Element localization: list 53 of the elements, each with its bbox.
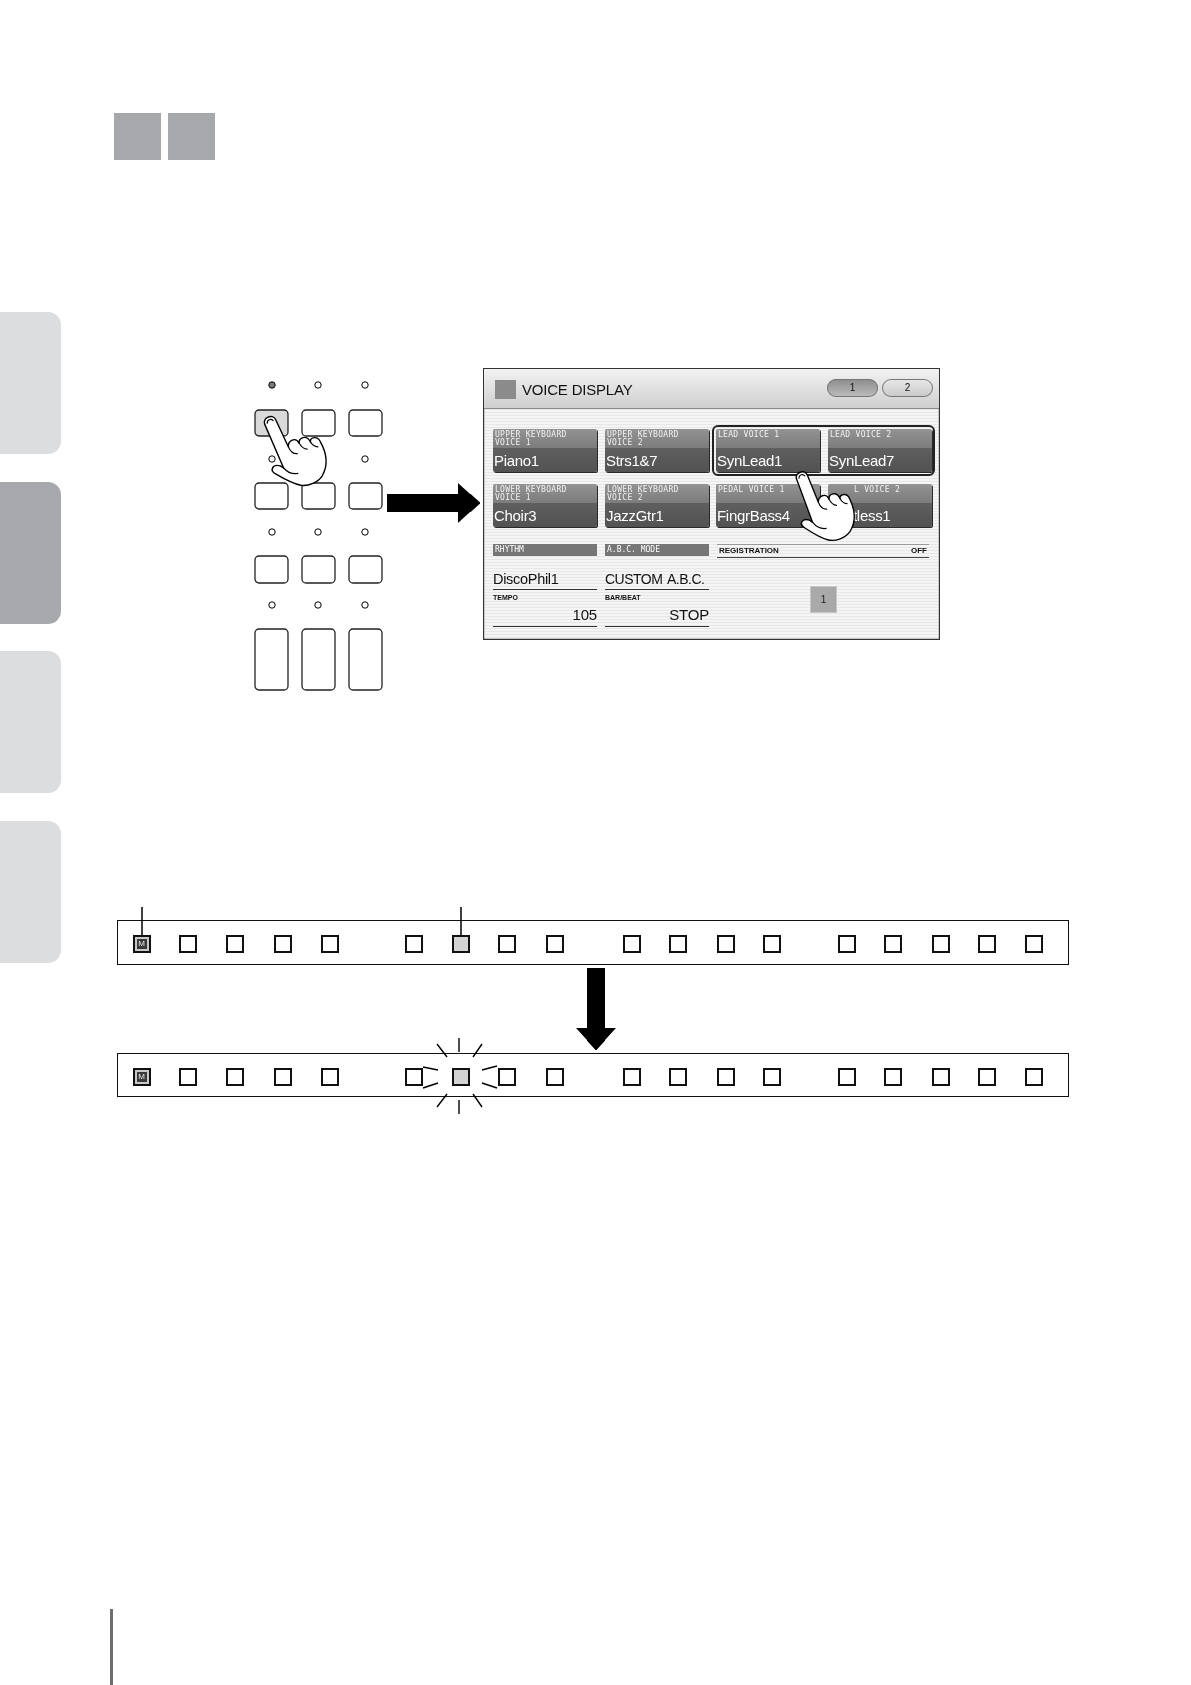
voice-name: FingrBass4: [717, 507, 790, 524]
voice-button: [605, 484, 709, 527]
button-strip: [117, 920, 1069, 965]
tile-heading: LEAD VOICE 2: [830, 431, 892, 439]
button-panel-drawing: [254, 381, 384, 691]
lit-button: [451, 1067, 470, 1086]
tile-heading: PEDAL VOICE 1: [718, 486, 785, 494]
voice-name: Strs1&7: [606, 452, 658, 469]
field-value: 105: [572, 606, 597, 623]
header-text: A.B.C. MODE: [607, 545, 660, 555]
voice-button: [716, 429, 820, 472]
button-strip: [117, 1053, 1069, 1097]
leader-line: [141, 906, 143, 936]
m-label: M: [136, 938, 147, 949]
voice-name: Piano1: [494, 452, 539, 469]
button-label: 1: [849, 382, 856, 394]
display-screen: [483, 368, 940, 640]
voice-button: [493, 484, 597, 527]
block-arrow: [576, 968, 616, 1050]
voice-button: [605, 429, 709, 472]
voice-button: [493, 429, 597, 472]
field-value: STOP: [669, 606, 709, 623]
voice-name: JazzGtr1: [606, 507, 664, 524]
voice-name: SynLead1: [717, 452, 783, 469]
voice-name: tless1: [853, 507, 891, 524]
m-button: [132, 1067, 151, 1086]
field-label: OFF: [911, 546, 927, 555]
tile-heading: LOWER KEYBOARD VOICE 2: [607, 486, 680, 502]
button-label: 2: [904, 382, 911, 394]
tile-heading: UPPER KEYBOARD VOICE 2: [607, 431, 680, 447]
leader-line: [460, 906, 462, 936]
page-button: [827, 379, 878, 397]
block-arrow: [387, 483, 480, 523]
voice-name: Choir3: [494, 507, 537, 524]
m-label: M: [136, 1071, 147, 1082]
lit-button: [451, 934, 470, 953]
tile-heading: L VOICE 2: [854, 486, 901, 494]
m-button: [132, 934, 151, 953]
voice-name: SynLead7: [829, 452, 895, 469]
screen-title: VOICE DISPLAY: [522, 381, 633, 399]
number-button: [810, 586, 837, 613]
page-button: [882, 379, 933, 397]
tile-heading: LEAD VOICE 1: [718, 431, 780, 439]
voice-button: [828, 429, 932, 472]
tile-heading: UPPER KEYBOARD VOICE 1: [495, 431, 568, 447]
tile-heading: LOWER KEYBOARD VOICE 1: [495, 486, 568, 502]
field-value: CUSTOM A.B.C.: [605, 571, 705, 588]
field-value: DiscoPhil1: [493, 571, 559, 588]
field-header: [605, 544, 709, 556]
header-text: RHYTHM: [495, 545, 524, 555]
button-label: 1: [820, 593, 827, 606]
field-label: REGISTRATION: [719, 546, 779, 555]
field-header: [493, 544, 597, 556]
